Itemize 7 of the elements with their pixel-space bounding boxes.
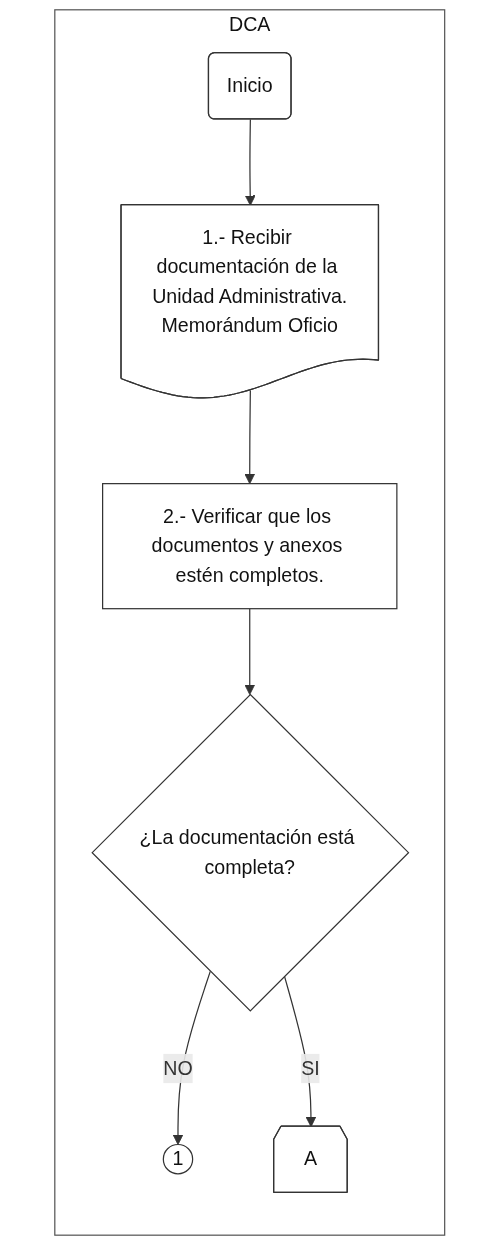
arrow [244, 389, 256, 485]
edge-label: NO [163, 1057, 193, 1079]
node-box: 2.- Verificar que los documentos y anexos estén completos. [102, 483, 398, 610]
edge-label: SI [301, 1057, 320, 1079]
node-diamond: ¿La documentación está completa? [91, 693, 410, 1012]
node-circle: 1 [162, 1143, 194, 1175]
arrow [244, 608, 256, 695]
